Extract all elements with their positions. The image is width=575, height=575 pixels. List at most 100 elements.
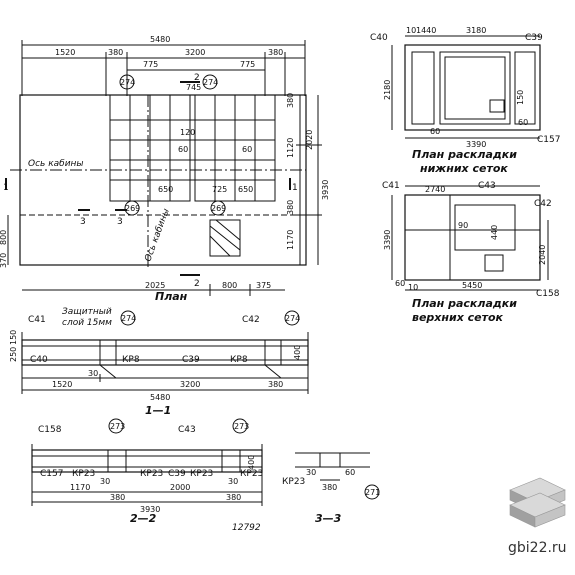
section1-label-kr8-1: КР8 <box>122 355 140 365</box>
bottom-mesh-plan <box>391 35 541 139</box>
plan-dim-bottom-3: 375 <box>256 281 271 290</box>
plan-section-mark-1-right: 1 <box>292 183 298 193</box>
section2-label-c157: С157 <box>40 469 63 479</box>
plan-dim-inner-1: 775 <box>143 60 158 69</box>
section1-title: 1—1 <box>145 404 171 417</box>
section1-dim-4: 250 <box>9 347 18 362</box>
section3-dim-1: 380 <box>322 483 337 492</box>
top-mesh-dim-1: 2740 <box>425 185 445 194</box>
section1-dim-7: 30 <box>88 369 98 378</box>
plan-dim-right-1: 380 <box>286 93 295 108</box>
plan-dim-mid-1: 650 <box>158 185 173 194</box>
top-mesh-label-c42: С42 <box>534 199 552 209</box>
section2-label-kr23-4: КР23 <box>240 469 263 479</box>
plan-dim-3: 3200 <box>185 48 205 57</box>
plan-dim-4: 380 <box>268 48 283 57</box>
plan-marker-1: 274 <box>120 78 135 87</box>
section1-label-c42: С42 <box>242 315 260 325</box>
bottom-mesh-dim-7: 150 <box>516 90 525 105</box>
plan-dim-right-3: 2020 <box>305 130 314 150</box>
plan-dim-1: 1520 <box>55 48 75 57</box>
section3-dim-2: 30 <box>306 468 316 477</box>
bottom-mesh-dim-5: 3390 <box>466 140 486 149</box>
section1-note-2: слой 15мм <box>62 318 112 328</box>
top-mesh-dim-8: 10 <box>408 283 418 292</box>
section2-dim-4: 380 <box>110 493 125 502</box>
section2-label-c43: С43 <box>178 425 196 435</box>
plan-dim-bottom-1: 2025 <box>145 281 165 290</box>
section1-dim-5: 150 <box>9 330 18 345</box>
plan-dim-right-5: 380 <box>286 200 295 215</box>
section2-label-c158: С158 <box>38 425 62 435</box>
top-mesh-label-c43: С43 <box>478 181 496 191</box>
section1-label-c40: С40 <box>30 355 48 365</box>
top-mesh-label-c41: С41 <box>382 181 400 191</box>
plan-view <box>5 40 322 296</box>
plan-title: План <box>155 290 188 303</box>
section1-label-c41: С41 <box>28 315 46 325</box>
top-mesh-title-2: верхних сеток <box>412 311 504 324</box>
plan-section-mark-2-top: 2 <box>194 73 200 83</box>
plan-dim-right-2: 1120 <box>286 138 295 158</box>
top-mesh-dim-7: 60 <box>395 279 405 288</box>
section2-label-kr23-3: КР23 <box>190 469 213 479</box>
plan-section-mark-2-bottom: 2 <box>194 279 200 289</box>
section1-marker-2: 274 <box>285 314 300 323</box>
bottom-mesh-dim-4: 2180 <box>383 80 392 100</box>
section2-label-kr23-1: КР23 <box>72 469 95 479</box>
plan-dim-mid-3: 650 <box>238 185 253 194</box>
section1-dim-8: 380 <box>268 380 283 389</box>
plan-section-mark-3-right: 3 <box>117 217 123 227</box>
plan-dim-2: 380 <box>108 48 123 57</box>
sheet-number: 12792 <box>232 523 261 533</box>
watermark-text: gbi22.ru <box>508 540 567 556</box>
bottom-mesh-title-2: нижних сеток <box>420 162 508 175</box>
plan-dim-left-2: 370 <box>0 253 8 268</box>
section1-dim-1: 1520 <box>52 380 72 389</box>
top-mesh-dim-5: 5450 <box>462 281 482 290</box>
section2-dim-2: 2000 <box>170 483 190 492</box>
top-mesh-dim-2: 90 <box>458 221 468 230</box>
plan-dim-right-4: 3930 <box>321 180 330 200</box>
top-mesh-title-1: План раскладки <box>412 297 517 310</box>
plan-marker-3: 269 <box>125 204 140 213</box>
plan-dim-mid-5: 60 <box>178 145 188 154</box>
section3-label-kr23: КР23 <box>282 477 305 487</box>
bottom-mesh-dim-1: 1440 <box>416 26 436 35</box>
section3-title: 3—3 <box>315 512 342 525</box>
plan-dim-inner-2: 745 <box>186 83 201 92</box>
section-1-1 <box>21 310 309 394</box>
plan-dim-inner-3: 775 <box>240 60 255 69</box>
section2-dim-3: 3930 <box>140 505 160 514</box>
plan-dim-left-1: 800 <box>0 230 8 245</box>
section-2-2 <box>31 418 263 506</box>
section2-title: 2—2 <box>130 512 157 525</box>
plan-marker-2: 274 <box>203 78 218 87</box>
top-mesh-label-c158: С158 <box>536 289 560 299</box>
plan-section-mark-1-left: 1 <box>3 183 9 193</box>
plan-dim-mid-2: 725 <box>212 185 227 194</box>
section1-note-1: Защитный <box>62 307 112 317</box>
section2-dim-1: 1170 <box>70 483 90 492</box>
section1-dim-2: 3200 <box>180 380 200 389</box>
bottom-mesh-label-c40: С40 <box>370 33 388 43</box>
plan-axis-label-1: Ось кабины <box>28 159 84 169</box>
section2-marker-2: 273 <box>234 422 249 431</box>
bottom-mesh-title-1: План раскладки <box>412 148 517 161</box>
bottom-mesh-dim-6: 60 <box>430 127 440 136</box>
bottom-mesh-dim-3: 10 <box>406 26 416 35</box>
section3-dim-3: 60 <box>345 468 355 477</box>
section1-dim-3: 5480 <box>150 393 170 402</box>
section2-label-kr23-2: КР23 <box>140 469 163 479</box>
plan-dim-mid-4: 120 <box>180 128 195 137</box>
top-mesh-dim-6: 2040 <box>538 245 547 265</box>
top-mesh-plan <box>391 185 549 291</box>
section2-marker-1: 273 <box>110 422 125 431</box>
plan-section-mark-3-left: 3 <box>80 217 86 227</box>
section1-marker-1: 274 <box>121 314 136 323</box>
logo-icon <box>509 477 566 528</box>
plan-dim-bottom-2: 800 <box>222 281 237 290</box>
section2-dim-8: 400 <box>247 455 256 470</box>
bottom-mesh-label-c39: С39 <box>525 33 543 43</box>
